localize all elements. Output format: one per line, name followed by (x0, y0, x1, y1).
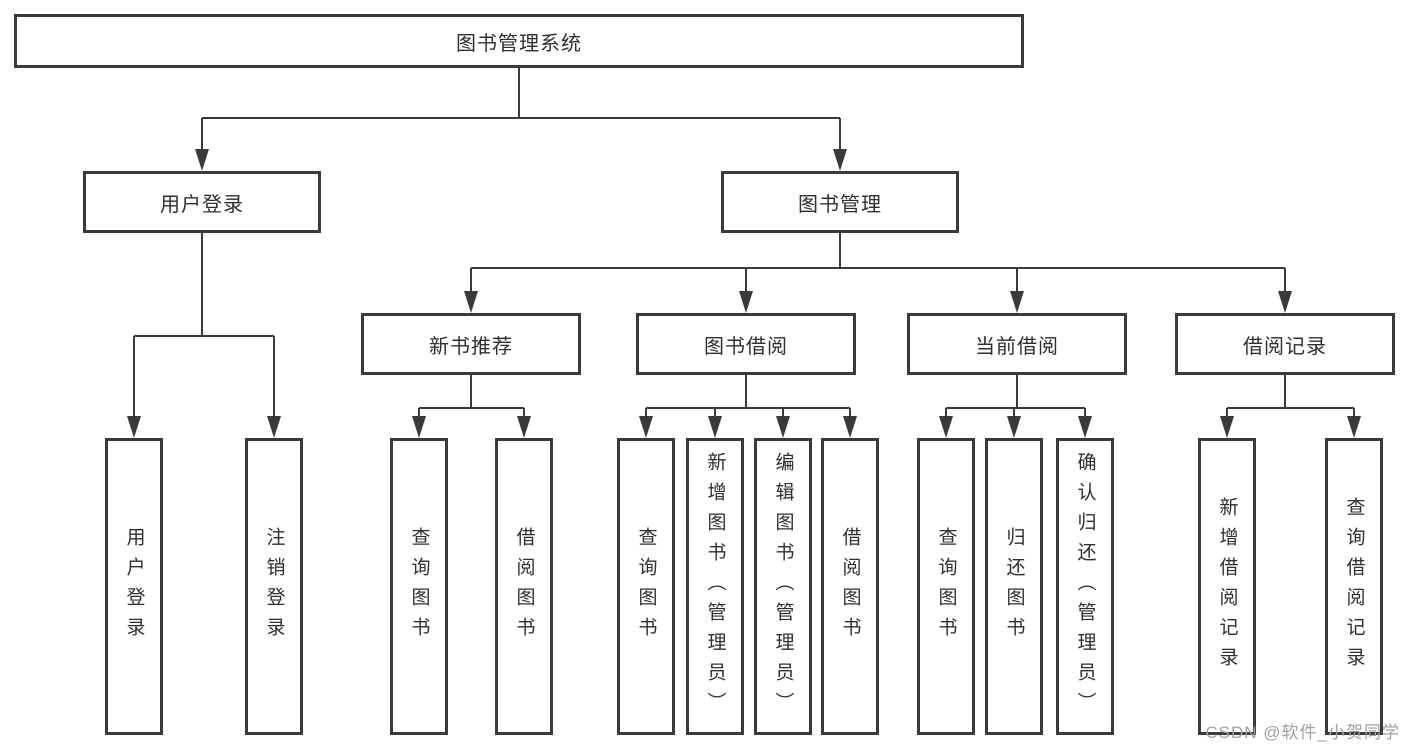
node-label: 查询借阅记录 (1343, 496, 1365, 677)
node-current-borrowing: 当前借阅 (907, 313, 1127, 375)
node-logout: 注销登录 (245, 438, 303, 735)
node-label: 新增借阅记录 (1216, 496, 1238, 677)
node-edit-book-admin: 编辑图书（管理员） (754, 438, 812, 735)
node-borrowing-records: 借阅记录 (1175, 313, 1395, 375)
connector-root (201, 68, 841, 153)
node-label: 图书借阅 (704, 335, 788, 358)
node-book-management: 图书管理 (721, 171, 959, 233)
node-return-books: 归还图书 (985, 438, 1043, 735)
csdn-watermark: CSDN @软件_小贺同学 (1205, 723, 1400, 742)
node-label: 编辑图书（管理员） (772, 451, 794, 722)
node-add-borrow-record: 新增借阅记录 (1198, 438, 1256, 735)
node-borrow-books-recommend: 借阅图书 (495, 438, 553, 735)
connector-new-book (418, 375, 525, 420)
node-label: 借阅图书 (839, 526, 861, 647)
node-library-system: 图书管理系统 (14, 14, 1024, 68)
node-label: 查询图书 (408, 526, 430, 647)
node-new-book-recommendation: 新书推荐 (361, 313, 581, 375)
arrowheads (127, 149, 1361, 438)
connector-borrowing-records (1226, 375, 1355, 420)
node-book-borrowing: 图书借阅 (636, 313, 856, 375)
node-query-books-recommend: 查询图书 (390, 438, 448, 735)
node-label: 用户登录 (123, 526, 145, 647)
node-confirm-return-admin: 确认归还（管理员） (1056, 438, 1114, 735)
node-label: 注销登录 (263, 526, 285, 647)
node-label: 用户登录 (160, 193, 244, 216)
node-label: 新增图书（管理员） (704, 451, 726, 722)
node-borrow-books-borrowing: 借阅图书 (821, 438, 879, 735)
node-label: 图书管理 (798, 193, 882, 216)
node-label: 当前借阅 (975, 335, 1059, 358)
node-query-borrow-record: 查询借阅记录 (1325, 438, 1383, 735)
connector-user-login (133, 233, 275, 420)
node-user-login-leaf: 用户登录 (105, 438, 163, 735)
node-label: 归还图书 (1003, 526, 1025, 647)
node-label: 借阅记录 (1243, 335, 1327, 358)
connector-book-management (470, 233, 1286, 295)
node-label: 查询图书 (635, 526, 657, 647)
node-label: 新书推荐 (429, 335, 513, 358)
node-add-book-admin: 新增图书（管理员） (686, 438, 744, 735)
connector-book-borrowing (645, 375, 851, 420)
connector-current-borrowing (945, 375, 1086, 420)
node-user-login: 用户登录 (83, 171, 321, 233)
node-label: 借阅图书 (513, 526, 535, 647)
node-label: 图书管理系统 (456, 32, 582, 55)
node-query-books-borrowing: 查询图书 (617, 438, 675, 735)
node-label: 确认归还（管理员） (1074, 451, 1096, 722)
node-query-books-current: 查询图书 (917, 438, 975, 735)
node-label: 查询图书 (935, 526, 957, 647)
